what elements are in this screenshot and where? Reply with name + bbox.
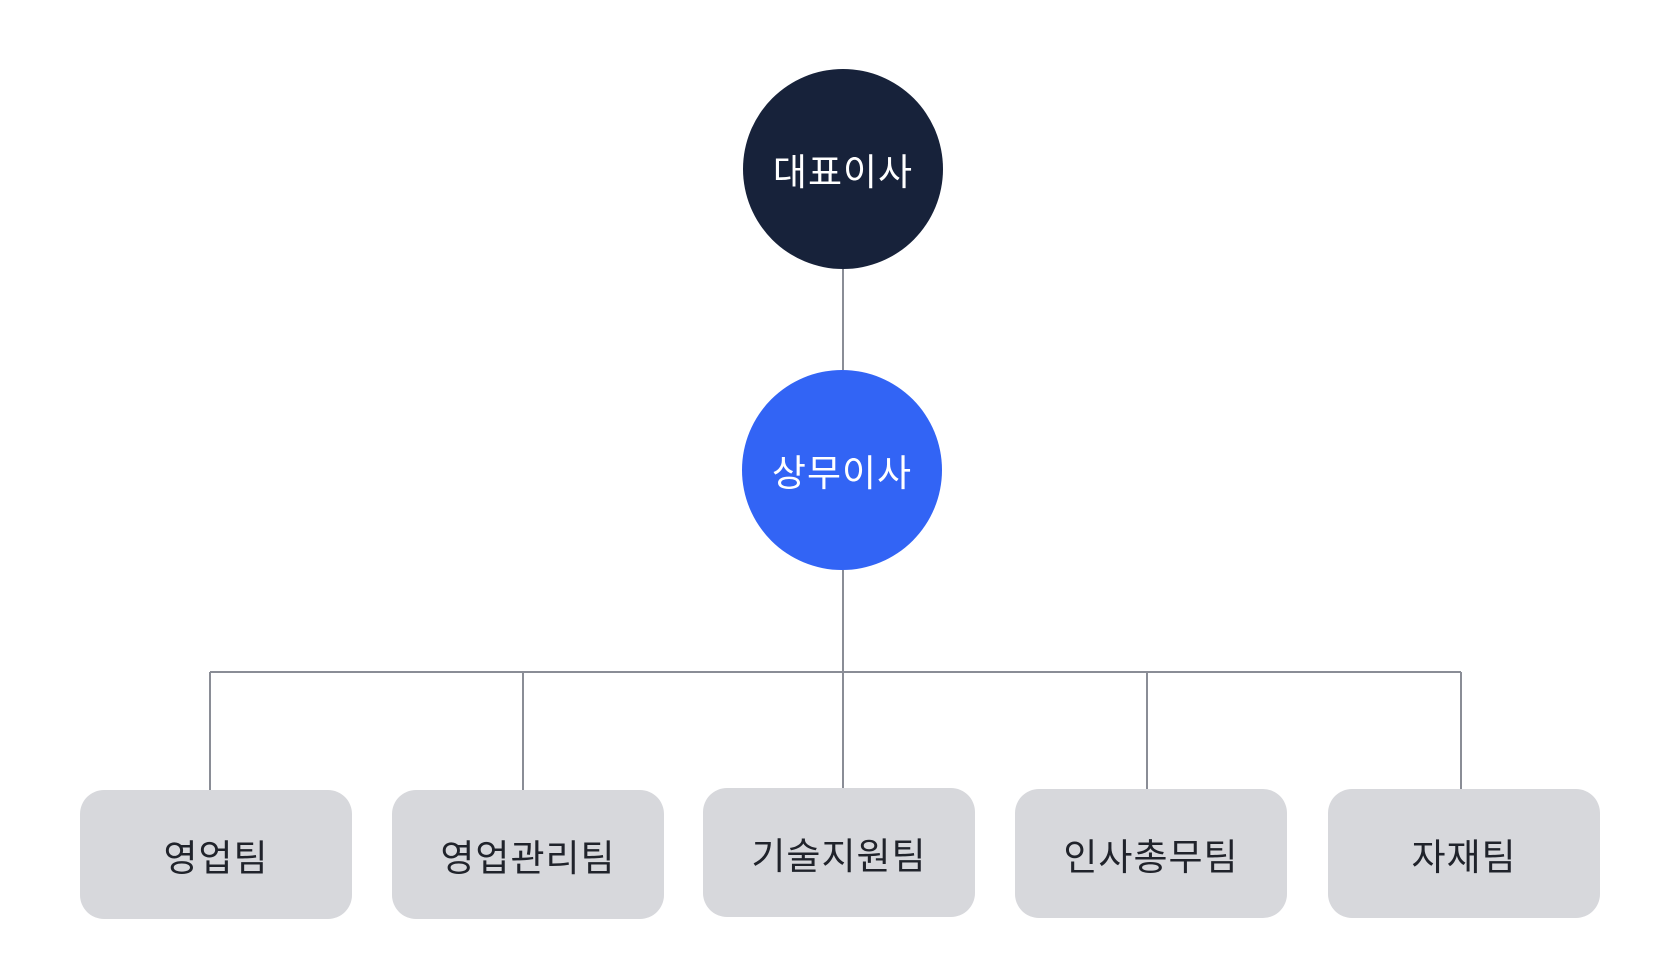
executive-director-label: 상무이사 bbox=[771, 452, 913, 495]
team-node-sales: 영업팀 bbox=[80, 790, 352, 919]
team-label: 자재팀 bbox=[1411, 835, 1517, 879]
executive-director-node: 상무이사 bbox=[742, 370, 942, 570]
team-label: 영업팀 bbox=[163, 836, 269, 880]
team-node-technical-support: 기술지원팀 bbox=[703, 788, 975, 917]
team-node-hr-general-affairs: 인사총무팀 bbox=[1015, 789, 1287, 918]
team-label: 영업관리팀 bbox=[440, 836, 616, 880]
ceo-label: 대표이사 bbox=[772, 151, 914, 194]
team-label: 기술지원팀 bbox=[751, 834, 927, 878]
team-node-materials: 자재팀 bbox=[1328, 789, 1600, 918]
team-node-sales-management: 영업관리팀 bbox=[392, 790, 664, 919]
team-label: 인사총무팀 bbox=[1063, 835, 1239, 879]
ceo-node: 대표이사 bbox=[743, 69, 943, 269]
